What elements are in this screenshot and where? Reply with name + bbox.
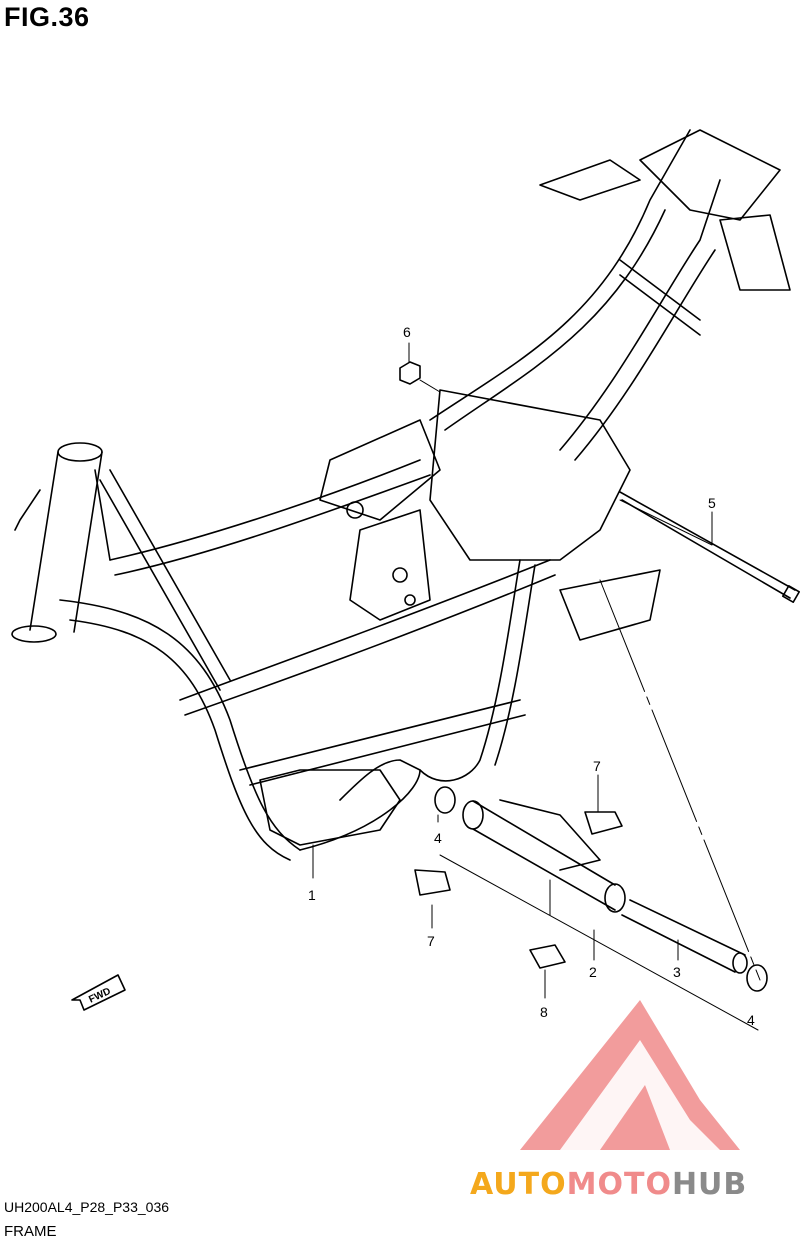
watermark-logo <box>520 1000 740 1150</box>
brand-moto: MOTO <box>566 1167 672 1202</box>
steering-head-tube <box>11 442 111 643</box>
callout-4: 4 <box>747 1012 755 1028</box>
callout-2: 2 <box>589 964 597 980</box>
clip-8 <box>529 944 566 969</box>
callout-4: 4 <box>434 830 442 846</box>
figure-title: FIG.36 <box>4 2 90 32</box>
rubber-7 <box>414 811 623 896</box>
callout-5: 5 <box>708 495 716 511</box>
diagram-caption: FRAME <box>4 1223 57 1240</box>
fwd-arrow-icon <box>71 974 126 1011</box>
callout-6: 6 <box>403 324 411 340</box>
nut-6 <box>399 361 421 385</box>
callout-3: 3 <box>673 964 681 980</box>
callout-7: 7 <box>427 933 435 949</box>
brand-auto: AUTO <box>470 1167 567 1202</box>
watermark-brand: AUTOMOTOHUB <box>470 1167 747 1202</box>
callout-8: 8 <box>540 1004 548 1020</box>
bush-4 <box>434 786 768 992</box>
pipe-2 <box>462 799 626 913</box>
pipe-3 <box>621 899 748 974</box>
leader-lines <box>312 342 761 1031</box>
rear-frame <box>429 129 791 641</box>
brand-hub: HUB <box>671 1167 748 1202</box>
callout-7: 7 <box>593 758 601 774</box>
bolt-5 <box>619 491 800 603</box>
diagram-code: UH200AL4_P28_P33_036 <box>4 1199 170 1215</box>
callout-1: 1 <box>308 887 316 903</box>
main-frame <box>59 459 556 861</box>
cross-member <box>319 389 631 621</box>
